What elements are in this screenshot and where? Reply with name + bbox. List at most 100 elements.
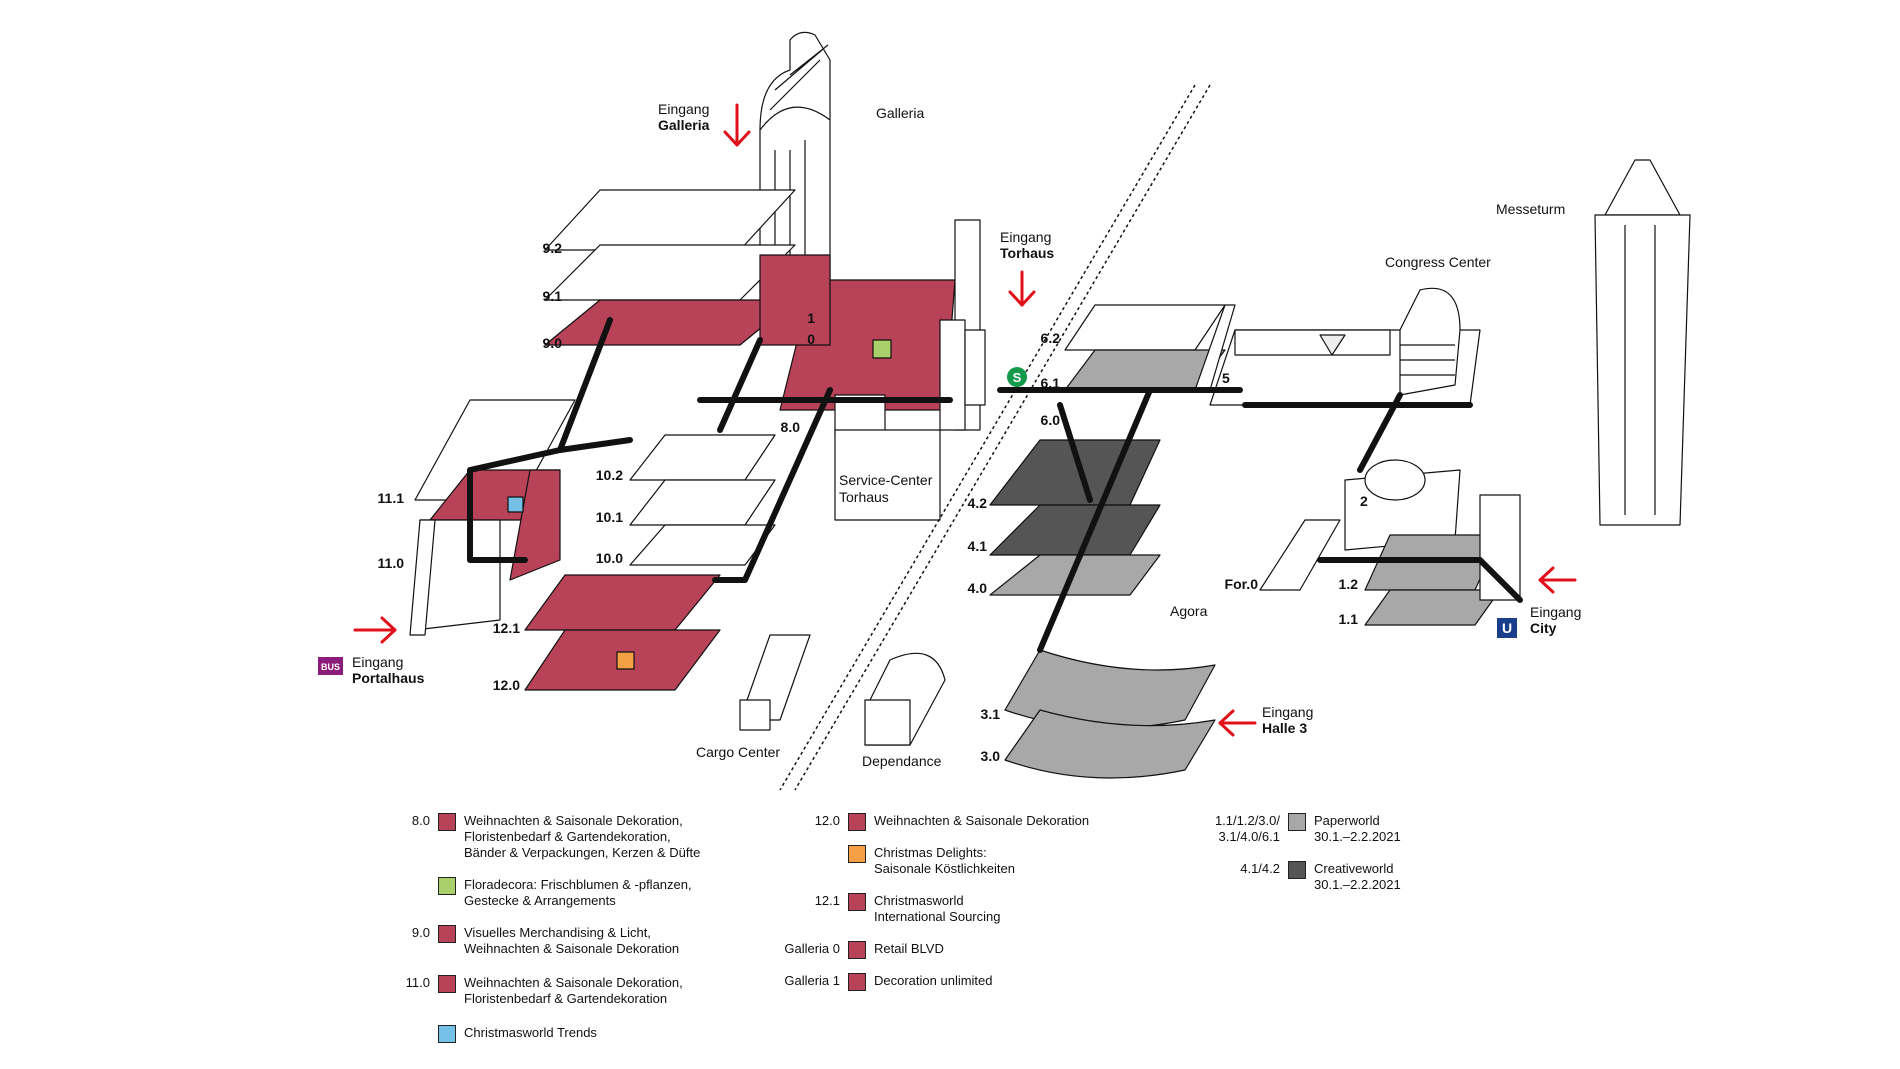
congress-center-building[interactable] xyxy=(1399,287,1461,396)
legend-text: Weihnachten & Saisonale Dekoration xyxy=(874,813,1090,828)
label-hall-12-0: 12.0 xyxy=(493,677,520,693)
legend-text: Paperworld 30.1.–2.2.2021 xyxy=(1314,813,1401,844)
hall-9-2-floor[interactable] xyxy=(544,189,796,251)
svg-text:BUS: BUS xyxy=(321,662,340,672)
torhaus-building[interactable] xyxy=(939,219,986,431)
entrance-arrow-torhaus[interactable] xyxy=(1008,270,1036,307)
forum-floor[interactable] xyxy=(1259,519,1341,591)
legend-code: 4.1/4.2 xyxy=(1240,861,1280,876)
label-dependance: Dependance xyxy=(862,753,942,769)
legend-item: 4.1/4.2 Creativeworld 30.1.–2.2.2021 xyxy=(1180,861,1401,893)
legend-swatch xyxy=(438,877,456,895)
hall-10-1-floor[interactable] xyxy=(629,479,776,526)
cargo-center-building[interactable] xyxy=(739,634,811,731)
service-center-torhaus[interactable] xyxy=(834,429,941,521)
legend-code: Galleria 1 xyxy=(784,973,840,988)
city-entrance-building[interactable] xyxy=(1479,494,1521,601)
label-congress-center: Congress Center xyxy=(1385,254,1491,270)
entrance-galleria-line1: Eingang xyxy=(658,101,709,117)
label-hall-10-1: 10.1 xyxy=(596,509,623,525)
christmas-delights-marker xyxy=(616,651,635,670)
hall-6-2-floor[interactable] xyxy=(1064,304,1226,351)
label-hall-6-0: 6.0 xyxy=(1041,412,1061,428)
label-messeturm: Messeturm xyxy=(1496,201,1565,217)
legend-item: 9.0 Visuelles Merchandising & Licht, Wei… xyxy=(370,925,679,957)
legend-text: Retail BLVD xyxy=(874,941,944,956)
legend-code: Galleria 0 xyxy=(784,941,840,956)
label-hall-9-1: 9.1 xyxy=(543,288,563,304)
svg-text:U: U xyxy=(1502,620,1512,636)
legend-text: Christmasworld International Sourcing xyxy=(874,893,1001,924)
label-galleria-1: 1 xyxy=(807,310,815,326)
hall-3-0-floor[interactable] xyxy=(1004,709,1216,779)
hall-12-1-floor[interactable] xyxy=(524,574,721,631)
s-bahn-badge: S xyxy=(1007,367,1027,387)
legend-code: 9.0 xyxy=(411,925,430,940)
legend-text: Weihnachten & Saisonale Dekoration, Flor… xyxy=(464,975,683,1006)
hall-2-building[interactable] xyxy=(1344,459,1461,551)
legend-code: 12.1 xyxy=(814,893,840,908)
legend-item: Christmasworld Trends xyxy=(370,1025,597,1043)
label-hall-1-2: 1.2 xyxy=(1339,576,1359,592)
hall-9-0-floor[interactable] xyxy=(544,299,796,346)
legend-swatch xyxy=(438,1025,456,1043)
legend-swatch xyxy=(848,973,866,991)
legend-code: 8.0 xyxy=(411,813,430,828)
legend-item: 1.1/1.2/3.0/ 3.1/4.0/6.1 Paperworld 30.1… xyxy=(1180,813,1401,845)
label-hall-11-1: 11.1 xyxy=(378,490,405,506)
legend-text: Christmas Delights: Saisonale Köstlichke… xyxy=(874,845,1015,876)
legend-item: Christmas Delights: Saisonale Köstlichke… xyxy=(780,845,1015,877)
entrance-arrow-galleria[interactable] xyxy=(723,103,751,147)
label-hall-11-0: 11.0 xyxy=(378,555,405,571)
label-hall-5: 5 xyxy=(1222,370,1230,386)
hall-4-0-floor[interactable] xyxy=(989,554,1161,596)
label-hall-10-0: 10.0 xyxy=(596,550,623,566)
galleria-floor[interactable] xyxy=(759,254,831,346)
entrance-halle3-line1: Eingang xyxy=(1262,704,1313,720)
legend-text: Weihnachten & Saisonale Dekoration, Flor… xyxy=(464,813,701,860)
label-galleria: Galleria xyxy=(876,105,924,121)
label-hall-12-1: 12.1 xyxy=(493,620,520,636)
legend-swatch xyxy=(848,813,866,831)
entrance-arrow-portalhaus[interactable] xyxy=(353,616,397,644)
entrance-city-line1: Eingang xyxy=(1530,604,1581,620)
legend-swatch xyxy=(848,845,866,863)
label-hall-2: 2 xyxy=(1360,493,1368,509)
label-hall-8-0: 8.0 xyxy=(781,419,801,435)
label-agora: Agora xyxy=(1170,603,1208,619)
hall-1-1-floor[interactable] xyxy=(1364,589,1501,626)
railway-line xyxy=(779,84,1211,791)
legend-text: Creativeworld 30.1.–2.2.2021 xyxy=(1314,861,1401,892)
entrance-halle3-line2: Halle 3 xyxy=(1262,720,1307,736)
hall-10-2-floor[interactable] xyxy=(629,434,776,481)
legend-item: 8.0 Weihnachten & Saisonale Dekoration, … xyxy=(370,813,700,861)
entrance-portalhaus-line1: Eingang xyxy=(352,654,403,670)
legend-item: Galleria 0 Retail BLVD xyxy=(780,941,944,959)
messeturm-building[interactable] xyxy=(1594,159,1691,526)
label-cargo-center: Cargo Center xyxy=(696,744,780,760)
entrance-torhaus-line1: Eingang xyxy=(1000,229,1051,245)
label-hall-10-2: 10.2 xyxy=(596,467,623,483)
svg-text:S: S xyxy=(1013,370,1022,385)
portalhaus-building[interactable] xyxy=(409,519,501,636)
entrance-arrow-halle3[interactable] xyxy=(1218,709,1257,737)
legend-item: 12.0 Weihnachten & Saisonale Dekoration xyxy=(780,813,1089,831)
legend-swatch xyxy=(848,941,866,959)
legend-swatch xyxy=(1288,861,1306,879)
bus-badge: BUS xyxy=(318,657,343,675)
legend-text: Visuelles Merchandising & Licht, Weihnac… xyxy=(464,925,680,956)
hall-4-1-floor[interactable] xyxy=(989,504,1161,556)
label-hall-3-0: 3.0 xyxy=(981,748,1001,764)
entrance-galleria-line2: Galleria xyxy=(658,117,710,133)
legend-swatch xyxy=(438,925,456,943)
dependance-building[interactable] xyxy=(864,652,946,746)
christmasworld-trends-marker xyxy=(507,496,524,513)
legend-swatch xyxy=(438,813,456,831)
entrance-arrow-city[interactable] xyxy=(1538,566,1577,594)
hall-9-1-floor[interactable] xyxy=(544,244,796,301)
legend-item: Floradecora: Frischblumen & -pflanzen, G… xyxy=(370,877,692,909)
label-service-center-2: Torhaus xyxy=(839,489,889,505)
hall-10-0-floor[interactable] xyxy=(629,524,776,566)
legend-code: 11.0 xyxy=(405,975,430,990)
label-hall-3-1: 3.1 xyxy=(981,706,1001,722)
